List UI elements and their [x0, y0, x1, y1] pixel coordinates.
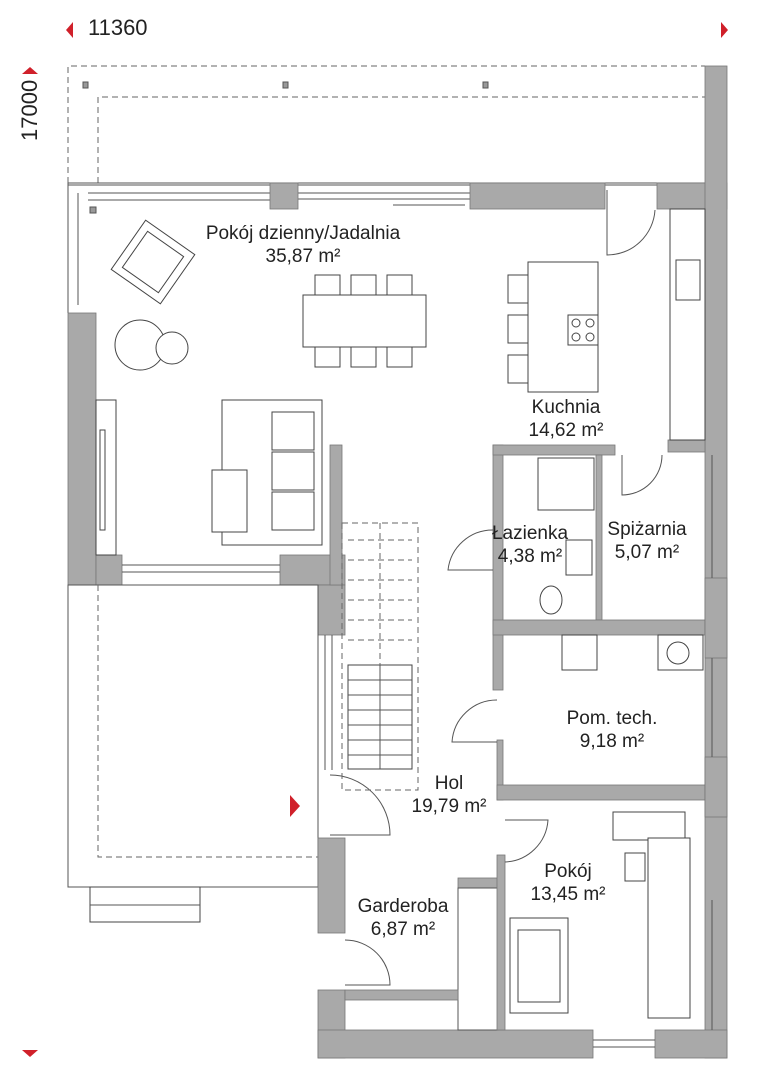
arrow-right-icon [721, 22, 728, 38]
room-name: Pom. tech. [566, 708, 658, 729]
room-area: 19,79 m² [411, 796, 487, 817]
walls [67, 65, 728, 1059]
height-dimension: 17000 [17, 79, 42, 141]
room-area: 14,62 m² [528, 420, 604, 441]
room-area: 5,07 m² [614, 542, 680, 563]
room-name: Garderoba [357, 896, 449, 917]
terrace [67, 65, 705, 183]
room-area: 13,45 m² [530, 884, 606, 905]
arrow-down-icon [22, 1050, 38, 1057]
room-label-technical: Pom. tech.9,18 m² [567, 707, 658, 753]
doors [329, 190, 663, 986]
room-name: Pokój [544, 861, 592, 882]
staircase [341, 522, 419, 791]
arrow-up-icon [22, 67, 38, 74]
furniture [110, 208, 706, 1019]
room-name: Kuchnia [531, 397, 601, 418]
room-name: Łazienka [491, 523, 569, 544]
room-name: Spiżarnia [607, 519, 687, 540]
room-area: 6,87 m² [370, 919, 436, 940]
room-area: 35,87 m² [265, 246, 341, 267]
room-name: Pokój dzienny/Jadalnia [205, 223, 401, 244]
width-dimension: 11360 [88, 15, 148, 40]
entrance-arrow-icon [290, 795, 300, 817]
room-area: 4,38 m² [497, 546, 563, 567]
arrow-left-icon [66, 22, 73, 38]
room-area: 9,18 m² [579, 731, 645, 752]
room-name: Hol [434, 773, 464, 794]
